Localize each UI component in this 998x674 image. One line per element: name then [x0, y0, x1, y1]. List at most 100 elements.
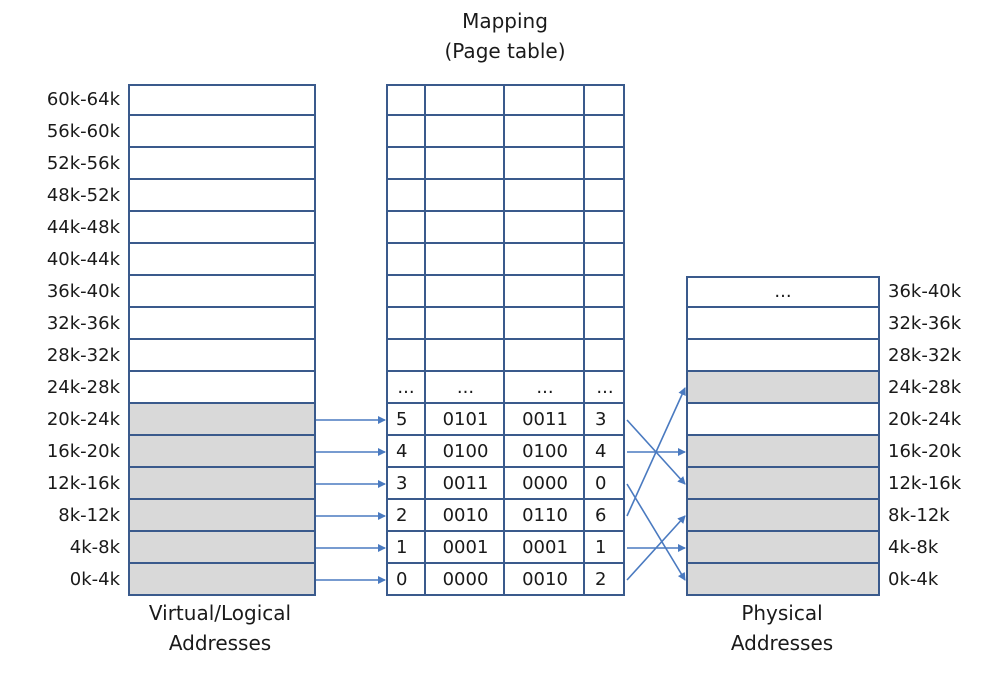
page-table-cell	[585, 404, 625, 436]
page-table-cell	[386, 500, 426, 532]
page-table-cell	[426, 308, 505, 340]
virtual-range-label: 16k-20k	[46, 441, 120, 462]
physical-frame-cell	[686, 372, 880, 404]
page-table-cell	[386, 180, 426, 212]
virtual-caption-line1: Virtual/Logical	[148, 601, 292, 625]
physical-range-label: 4k-8k	[888, 537, 939, 558]
page-table-cell	[386, 340, 426, 372]
page-table-cell	[386, 276, 426, 308]
mapping-title-line1: Mapping	[462, 9, 548, 33]
physical-range-label: 28k-32k	[888, 345, 962, 366]
page-table-cell-value: 0	[595, 473, 607, 494]
page-table-cell-value: 0000	[442, 569, 489, 590]
page-table-cell	[505, 244, 585, 276]
page-table-cell	[426, 212, 505, 244]
page-table-cell	[386, 564, 426, 596]
virtual-page-cell	[128, 180, 316, 212]
virtual-page-cell	[128, 564, 316, 596]
page-table-cell	[426, 404, 505, 436]
page-table-cell	[505, 148, 585, 180]
page-table-cell	[386, 148, 426, 180]
page-table-cell	[505, 84, 585, 116]
virtual-range-label: 24k-28k	[46, 377, 120, 398]
virtual-page-cell	[128, 116, 316, 148]
page-table-cell	[426, 372, 505, 404]
page-table-cell-value: 0010	[442, 505, 489, 526]
page-table-cell-value: 0000	[522, 473, 568, 494]
virtual-range-label: 8k-12k	[58, 505, 120, 526]
page-table-cell	[386, 212, 426, 244]
page-table-cell	[386, 308, 426, 340]
virtual-page-cell	[128, 468, 316, 500]
physical-range-label: 32k-36k	[888, 313, 962, 334]
virtual-range-label: 32k-36k	[46, 313, 120, 334]
page-table-cell-value: 4	[595, 441, 607, 462]
page-table-cell-value: 0011	[522, 409, 568, 430]
physical-frame-cell	[686, 308, 880, 340]
page-table-cell-value: 3	[595, 409, 607, 430]
physical-range-label: 8k-12k	[888, 505, 950, 526]
page-table-cell	[585, 116, 625, 148]
virtual-page-cell	[128, 372, 316, 404]
page-table-cell	[386, 468, 426, 500]
page-table-cell	[585, 84, 625, 116]
page-table-cell	[505, 308, 585, 340]
page-table-cell-value: 0001	[442, 537, 489, 558]
virtual-range-label: 52k-56k	[46, 153, 120, 174]
page-table-cell-value: ...	[596, 377, 614, 398]
physical-frame-cell	[686, 532, 880, 564]
page-table-cell	[585, 148, 625, 180]
page-table-cell-value: ...	[536, 377, 554, 398]
page-table-cell	[426, 532, 505, 564]
page-table-cell	[585, 340, 625, 372]
page-table-cell	[426, 180, 505, 212]
page-table-cell	[505, 404, 585, 436]
physical-range-label: 16k-20k	[888, 441, 962, 462]
page-table-cell-value: 0001	[522, 537, 568, 558]
page-table-cell	[426, 564, 505, 596]
page-table-cell	[386, 404, 426, 436]
physical-frame-cell	[686, 340, 880, 372]
page-table-cell	[505, 468, 585, 500]
page-table-cell	[505, 372, 585, 404]
page-table-cell	[426, 468, 505, 500]
page-table-cell-value: 0	[396, 569, 408, 590]
page-table-cell	[585, 500, 625, 532]
page-table-cell-value: 4	[396, 441, 408, 462]
page-table-cell	[505, 212, 585, 244]
virtual-page-cell	[128, 244, 316, 276]
virtual-range-label: 36k-40k	[46, 281, 120, 302]
page-table-cell	[505, 532, 585, 564]
page-table-cell-value: 0011	[442, 473, 489, 494]
page-table-cell-value: 0110	[522, 505, 568, 526]
page-table-cell-value: 2	[396, 505, 408, 526]
virtual-range-label: 0k-4k	[69, 569, 120, 590]
physical-caption-line1: Physical	[741, 601, 823, 625]
page-table-cell	[505, 436, 585, 468]
page-table-cell	[426, 116, 505, 148]
virtual-page-cell	[128, 532, 316, 564]
virtual-range-label: 12k-16k	[46, 473, 120, 494]
physical-frame-content: ...	[774, 281, 792, 302]
page-table-cell	[505, 340, 585, 372]
page-table-cell	[426, 276, 505, 308]
page-table-cell	[386, 532, 426, 564]
page-table-cell-value: 6	[595, 505, 607, 526]
physical-frame-cell	[686, 404, 880, 436]
page-table-cell	[426, 244, 505, 276]
page-table-cell	[505, 276, 585, 308]
virtual-page-cell	[128, 148, 316, 180]
physical-range-label: 24k-28k	[888, 377, 962, 398]
virtual-caption-line2: Addresses	[168, 631, 272, 655]
virtual-page-cell	[128, 404, 316, 436]
page-table-cell	[585, 212, 625, 244]
physical-range-label: 0k-4k	[888, 569, 939, 590]
page-table-cell	[505, 564, 585, 596]
page-table-cell	[585, 180, 625, 212]
page-table-cell-value: 0010	[522, 569, 568, 590]
virtual-range-label: 48k-52k	[46, 185, 120, 206]
page-table-cell	[505, 500, 585, 532]
physical-frame-cell	[686, 436, 880, 468]
